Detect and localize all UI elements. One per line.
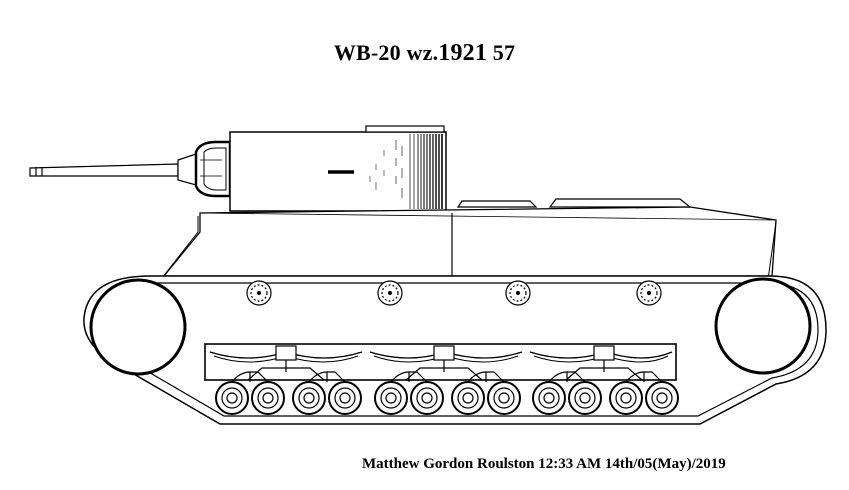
road-wheel [487, 381, 521, 415]
road-wheel [292, 381, 326, 415]
author-credit: Matthew Gordon Roulston 12:33 AM 14th/05… [362, 456, 726, 472]
turret-shading [369, 134, 443, 209]
return-roller [636, 280, 662, 306]
title-prefix: WB-20 wz. [333, 40, 439, 65]
road-wheels [215, 381, 679, 415]
road-wheel [215, 381, 249, 415]
return-roller [505, 280, 531, 306]
road-wheel [568, 381, 602, 415]
gun-barrel [29, 153, 197, 186]
road-wheel [451, 381, 485, 415]
rear-idler [714, 277, 812, 375]
bogie-unit [529, 345, 673, 381]
bogie-unit [369, 345, 523, 381]
road-wheel [609, 381, 643, 415]
road-wheel [532, 381, 566, 415]
title-suffix: 57 [487, 40, 516, 65]
road-wheel [410, 381, 444, 415]
gun-mantlet [194, 140, 232, 198]
turret [229, 125, 447, 212]
bogie-unit [209, 345, 363, 381]
bogie-units [209, 345, 673, 381]
road-wheel [251, 381, 285, 415]
bogie-arms [231, 371, 663, 383]
front-sprocket [89, 278, 187, 376]
road-wheel [374, 381, 408, 415]
title-year: 1921 [438, 40, 488, 66]
road-wheel [645, 381, 679, 415]
road-wheel [328, 381, 362, 415]
return-roller [377, 280, 403, 306]
drawing-title: WB-20 wz.1921 57 [0, 40, 849, 67]
engine-deck-plates [456, 198, 692, 208]
return-roller [246, 280, 272, 306]
return-rollers [246, 280, 662, 306]
